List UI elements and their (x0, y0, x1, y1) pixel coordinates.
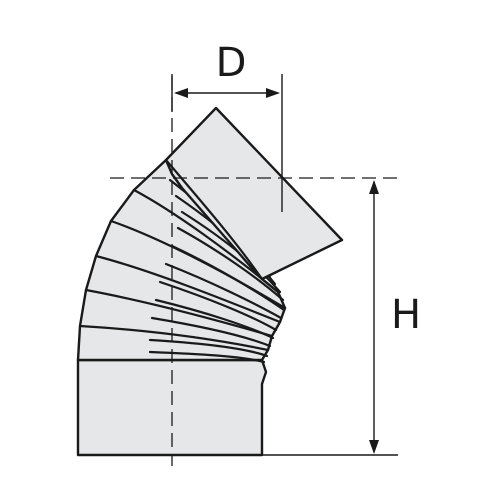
h-arrow-top (369, 180, 379, 194)
height-label: H (391, 292, 421, 338)
fold-2 (148, 338, 269, 358)
h-arrow-bottom (369, 440, 379, 454)
d-arrow-right (266, 88, 280, 98)
diameter-label: D (216, 40, 247, 86)
height-dimension: H (262, 180, 421, 456)
corrugation-folds (148, 178, 286, 364)
diameter-dimension: D (171, 40, 283, 178)
fold-7 (170, 244, 286, 312)
fold-3 (150, 316, 272, 348)
fold-6 (164, 262, 283, 320)
fold-4 (154, 298, 275, 340)
fold-1 (148, 350, 266, 364)
segment-ring-1 (78, 324, 270, 352)
segment-ring-3 (94, 254, 282, 324)
fold-5 (158, 280, 278, 332)
segment-ring-2 (84, 288, 274, 338)
top-angled-cylinder (164, 106, 344, 281)
d-arrow-left (174, 88, 188, 98)
top-cylinder-joint (164, 158, 264, 281)
fold-8 (176, 226, 285, 302)
